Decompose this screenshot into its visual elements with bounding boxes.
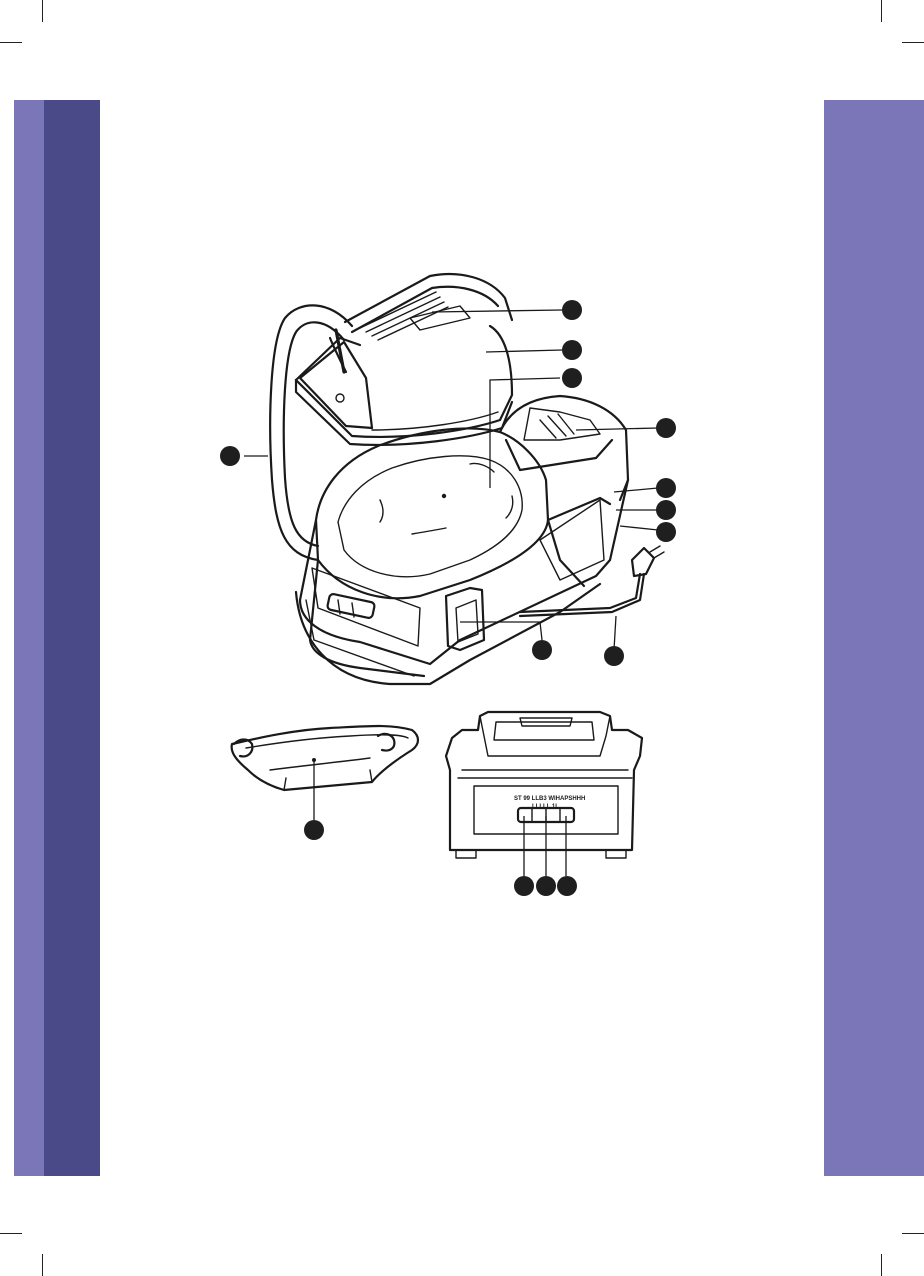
callout-marker: [656, 418, 676, 438]
callout-marker: [532, 640, 552, 660]
callout-marker: [656, 500, 676, 520]
callout-marker: [514, 876, 534, 896]
callout-leaders-main: [244, 310, 658, 650]
base-rear-view: ST 99 LLB3 WIHAPSHHH LLLLL 1L: [446, 712, 642, 896]
callout-marker: [562, 340, 582, 360]
iron-rest-tray: [232, 726, 418, 840]
callout-marker: [656, 478, 676, 498]
callout-marker: [604, 646, 624, 666]
steam-iron: [296, 274, 512, 445]
base-station: [296, 396, 664, 684]
callout-marker: [562, 300, 582, 320]
callout-marker: [562, 368, 582, 388]
callout-marker: [536, 876, 556, 896]
rear-label-line-1: ST 99 LLB3 WIHAPSHHH: [514, 796, 585, 802]
callout-marker: [304, 820, 324, 840]
callout-marker: [557, 876, 577, 896]
callout-marker: [656, 522, 676, 542]
callout-marker: [220, 446, 240, 466]
